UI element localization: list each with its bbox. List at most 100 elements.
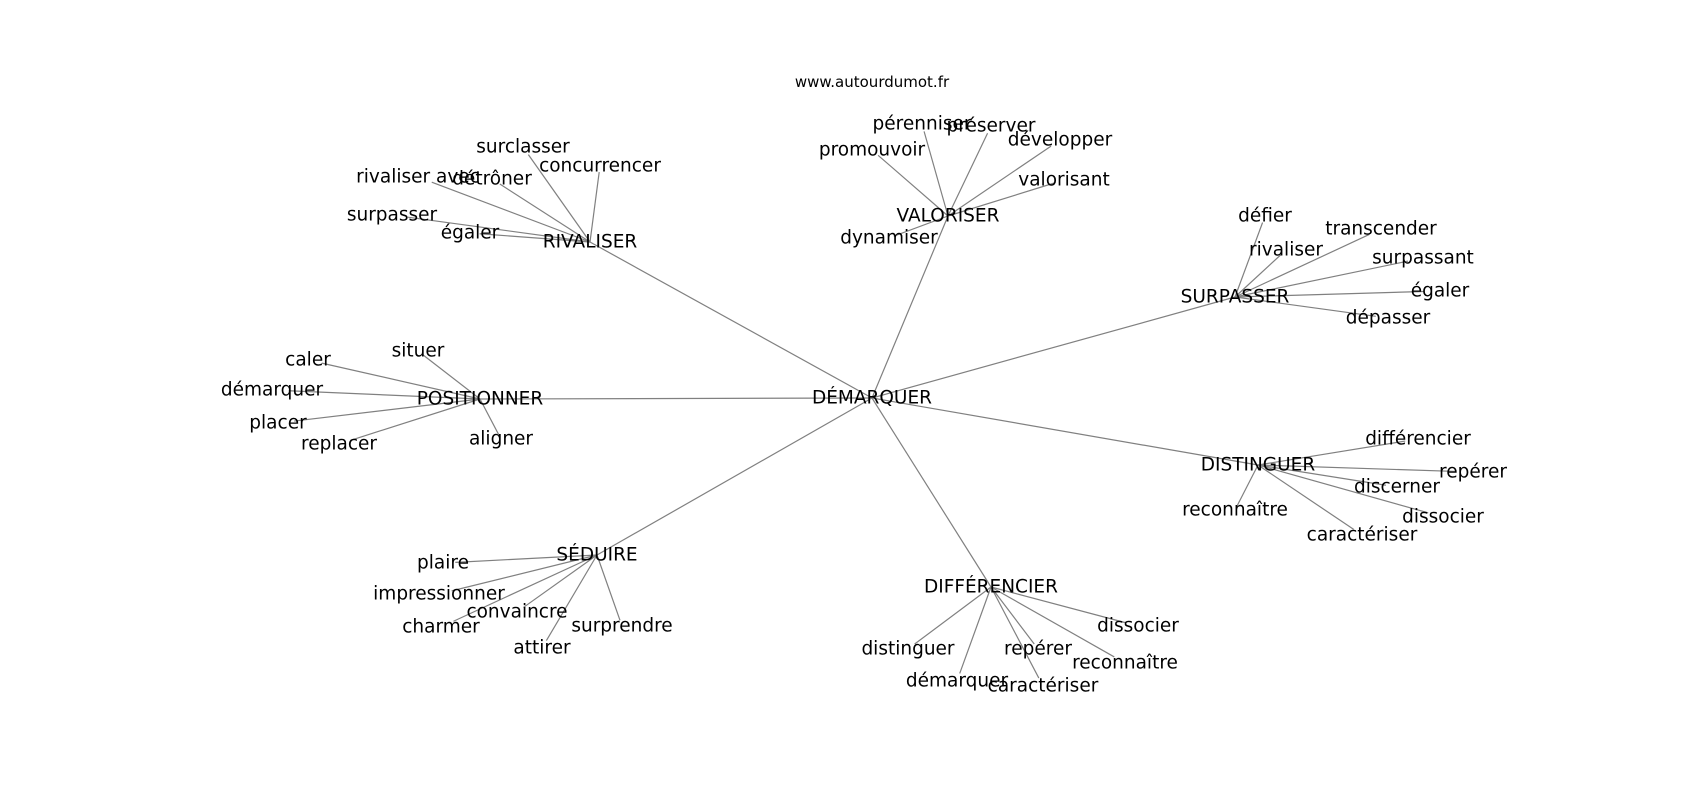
edge-surpasser-3 (1234, 260, 1409, 298)
edge-distinguer-2 (1257, 464, 1386, 486)
leaf-node-distinguer-2: discerner (1354, 477, 1440, 498)
edge-center-seduire (596, 397, 873, 556)
edge-valoriser-4 (947, 182, 1055, 217)
leaf-node-positionner-3: placer (249, 413, 307, 434)
edge-positionner-1 (321, 362, 481, 400)
leaf-node-positionner-5: aligner (469, 429, 533, 450)
leaf-node-differencier-0: dissocier (1097, 616, 1179, 637)
edge-surpasser-4 (1234, 290, 1424, 298)
edge-distinguer-0 (1257, 440, 1406, 466)
edge-center-surpasser (871, 296, 1236, 399)
edge-seduire-5 (596, 554, 621, 621)
edge-center-positionner (479, 397, 873, 400)
edge-distinguer-3 (1257, 464, 1429, 514)
edge-rivaliser-4 (407, 216, 591, 243)
edge-differencier-4 (959, 586, 992, 674)
leaf-node-distinguer-3: dissocier (1402, 507, 1484, 528)
leaf-node-distinguer-5: caractériser (1307, 525, 1418, 546)
leaf-node-seduire-3: charmer (402, 617, 480, 638)
leaf-node-valoriser-5: dynamiser (840, 228, 938, 249)
edge-positionner-3 (294, 398, 481, 422)
hub-node-surpasser: SURPASSER (1181, 287, 1290, 308)
edge-differencier-3 (990, 586, 1115, 658)
leaf-node-surpasser-3: surpassant (1372, 248, 1474, 269)
source-label: www.autourdumot.fr (795, 73, 950, 91)
edge-positionner-0 (422, 354, 481, 400)
edge-seduire-3 (453, 554, 598, 622)
edge-seduire-1 (451, 554, 598, 592)
edge-positionner-5 (479, 398, 500, 437)
leaf-node-surpasser-5: dépasser (1346, 308, 1431, 329)
leaf-node-seduire-1: impressionner (373, 584, 505, 605)
edge-surpasser-0 (1234, 222, 1264, 298)
edge-valoriser-3 (877, 154, 949, 217)
edge-surpasser-5 (1234, 296, 1376, 317)
leaf-node-surpasser-4: égaler (1411, 281, 1470, 302)
center-node-label: DÉMARQUER (812, 387, 932, 409)
hub-node-seduire: SÉDUIRE (556, 544, 637, 566)
leaf-node-differencier-4: démarquer (906, 671, 1009, 692)
hub-node-valoriser: VALORISER (897, 206, 1000, 227)
leaf-node-differencier-1: distinguer (861, 639, 954, 660)
leaf-node-valoriser-0: pérenniser (873, 114, 972, 135)
leaf-node-valoriser-2: développer (1008, 130, 1113, 151)
leaf-node-differencier-2: repérer (1004, 639, 1072, 660)
edge-rivaliser-0 (527, 154, 591, 243)
leaf-node-positionner-0: situer (392, 341, 445, 362)
leaf-node-differencier-3: reconnaître (1072, 653, 1178, 674)
edge-valoriser-5 (893, 215, 949, 237)
edge-differencier-1 (914, 586, 992, 645)
edge-differencier-0 (990, 586, 1127, 624)
leaf-node-rivaliser-5: égaler (441, 223, 500, 244)
leaf-node-surpasser-2: rivaliser (1249, 240, 1323, 261)
edge-center-rivaliser (589, 241, 873, 399)
graph-labels: www.autourdumot.fr DÉMARQUER RIVALISER sur… (221, 73, 1507, 697)
edge-rivaliser-2 (431, 181, 591, 243)
edge-positionner-2 (288, 390, 481, 400)
edge-surpasser-2 (1234, 253, 1283, 298)
leaf-node-rivaliser-3: détrôner (452, 169, 532, 190)
leaf-node-rivaliser-0: surclasser (476, 137, 570, 158)
edge-surpasser-1 (1234, 233, 1370, 298)
leaf-node-rivaliser-2: rivaliser avec (356, 167, 480, 188)
edge-valoriser-2 (947, 145, 1052, 217)
hub-node-positionner: POSITIONNER (417, 389, 544, 410)
edge-rivaliser-1 (589, 172, 600, 243)
leaf-node-surpasser-1: transcender (1325, 219, 1437, 240)
edge-differencier-2 (990, 586, 1035, 645)
leaf-node-positionner-1: caler (285, 350, 331, 371)
edge-rivaliser-3 (499, 183, 591, 243)
leaf-node-distinguer-4: reconnaître (1182, 500, 1288, 521)
leaf-node-seduire-5: surprendre (571, 616, 672, 637)
edge-seduire-2 (523, 554, 598, 608)
leaf-node-distinguer-1: repérer (1439, 462, 1507, 483)
leaf-node-valoriser-4: valorisant (1018, 170, 1109, 191)
edge-seduire-4 (545, 554, 598, 641)
edge-distinguer-5 (1257, 464, 1355, 530)
leaf-node-valoriser-3: promouvoir (819, 140, 926, 161)
edge-center-distinguer (871, 397, 1259, 466)
edge-seduire-0 (455, 554, 598, 563)
edge-distinguer-1 (1257, 464, 1456, 473)
leaf-node-seduire-2: convaincre (466, 602, 567, 623)
leaf-node-surpasser-0: défier (1238, 206, 1292, 227)
edge-valoriser-0 (923, 131, 949, 217)
leaf-node-distinguer-0: différencier (1365, 429, 1471, 450)
leaf-node-differencier-5: caractériser (988, 676, 1099, 697)
leaf-node-positionner-4: replacer (301, 434, 377, 455)
edge-center-differencier (871, 397, 992, 588)
leaf-node-valoriser-1: préserver (947, 116, 1036, 137)
hub-node-rivaliser: RIVALISER (543, 232, 638, 253)
edge-distinguer-4 (1236, 464, 1259, 507)
leaf-node-seduire-4: attirer (513, 638, 571, 659)
leaf-node-seduire-0: plaire (417, 553, 469, 574)
leaf-node-rivaliser-4: surpasser (347, 205, 438, 226)
leaf-node-rivaliser-1: concurrencer (539, 156, 661, 177)
edge-rivaliser-5 (479, 233, 591, 243)
graph-edges (288, 131, 1456, 679)
edge-differencier-5 (990, 586, 1040, 679)
edge-valoriser-1 (947, 132, 989, 217)
edge-positionner-4 (350, 398, 481, 441)
edge-center-valoriser (871, 215, 949, 399)
